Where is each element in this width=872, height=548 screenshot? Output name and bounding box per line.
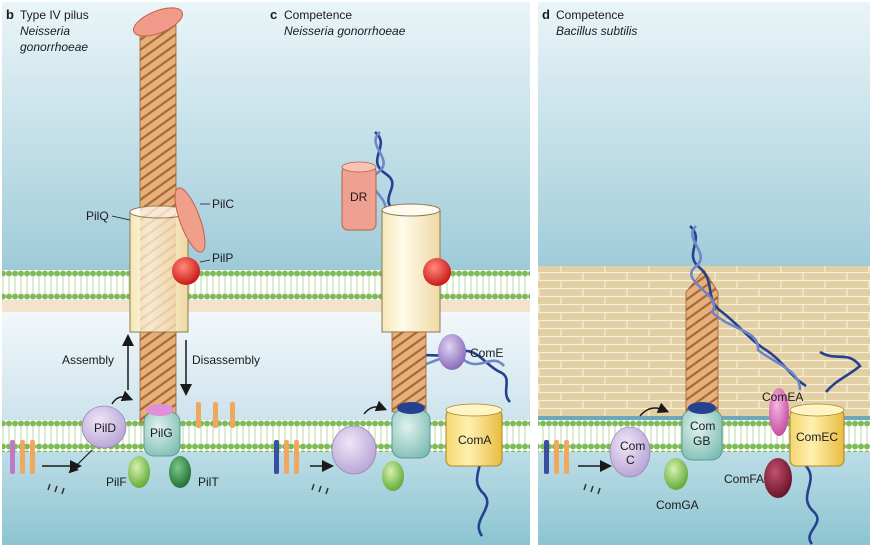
come-protein [438,334,466,370]
pilp-leader [199,259,211,263]
leader-peptides-d [583,483,601,495]
pilq-leader [111,215,131,221]
panel-d-letter: d [542,7,550,22]
pilus-stub-c [391,331,427,413]
panel-b: b Type IV pilus Neisseria gonorrhoeae Pi… [2,2,266,545]
pilus-base-c [397,402,425,414]
pilc-label: PilC [212,197,234,211]
comec-channel [789,403,845,467]
coma-label: ComA [458,433,491,447]
leader-release-arrow [68,449,93,474]
prepilin-subunits-cytoplasm [10,440,35,474]
prepilin-subunits-d [544,440,569,474]
pild-label: PilD [94,421,116,435]
panel-b-inner-membrane [2,420,266,452]
pild-protein [81,405,127,449]
pilc-protein [174,187,206,253]
comfa-label: ComFA [724,472,764,486]
cleaved-leader-peptides [47,483,65,495]
dna-strand-d [689,225,862,545]
comea-label: ComEA [762,390,803,404]
comga-label: ComGA [656,498,699,512]
pilt-label: PilT [198,475,219,489]
dr-receptor [341,161,377,231]
panel-c-letter: c [270,7,277,22]
comga-protein [664,458,688,490]
comc-label-line2: C [626,453,635,467]
pilg-protein-c [391,409,431,459]
export-arrow-d [639,402,670,417]
comfa-protein [764,458,792,498]
panel-d-organism: Bacillus subtilis [556,24,637,38]
pilf-protein-c [382,461,404,491]
pseudopilus-d [685,269,719,413]
panel-b-title: Type IV pilus [20,8,89,22]
panel-d-cytoplasm [538,452,870,545]
pild-export-arrow [111,390,134,405]
disassembly-label: Disassembly [192,353,260,367]
prepilin-subunits-membrane [196,402,235,428]
comgb-label-line2: GB [693,434,710,448]
comec-label: ComEC [796,430,838,444]
pilf-protein [128,456,150,488]
leader-peptides-c [311,483,329,495]
panel-b-organism-line2: gonorrhoeae [20,40,88,54]
prepilin-subunits-c [274,440,299,474]
assembly-label: Assembly [62,353,114,367]
pilp-label: PilP [212,251,233,265]
panel-b-organism-line1: Neisseria [20,24,70,38]
panel-b-letter: b [6,7,14,22]
pilg-label: PilG [150,426,173,440]
panel-c: c Competence Neisseria gonorrhoeae DR Co… [266,2,530,545]
panel-divider [530,2,538,545]
pilt-protein [169,456,191,488]
comgb-label-line1: Com [690,419,715,433]
panel-c-title: Competence [284,8,352,22]
comc-protein [609,426,651,478]
export-arrow-c [363,400,388,415]
comea-protein [769,388,789,436]
pilq-secretin-c [381,203,441,333]
come-label: ComE [470,346,503,360]
coma-channel [445,403,503,467]
pilus-tip-adhesin [133,7,183,37]
pilp-protein-c [423,258,451,286]
panel-d-title: Competence [556,8,624,22]
pilp-protein [172,257,200,285]
dr-label: DR [350,190,368,204]
pild-protein-c [331,425,377,475]
panel-d: d Competence Bacillus subtilis Com C Com… [538,2,870,545]
pilin-cap [146,404,174,416]
comc-label-line1: Com [620,439,645,453]
panel-c-organism: Neisseria gonorrhoeae [284,24,406,38]
pilq-label: PilQ [86,209,109,223]
pseudopilus-base-d [688,402,716,414]
pilf-label: PilF [106,475,127,489]
